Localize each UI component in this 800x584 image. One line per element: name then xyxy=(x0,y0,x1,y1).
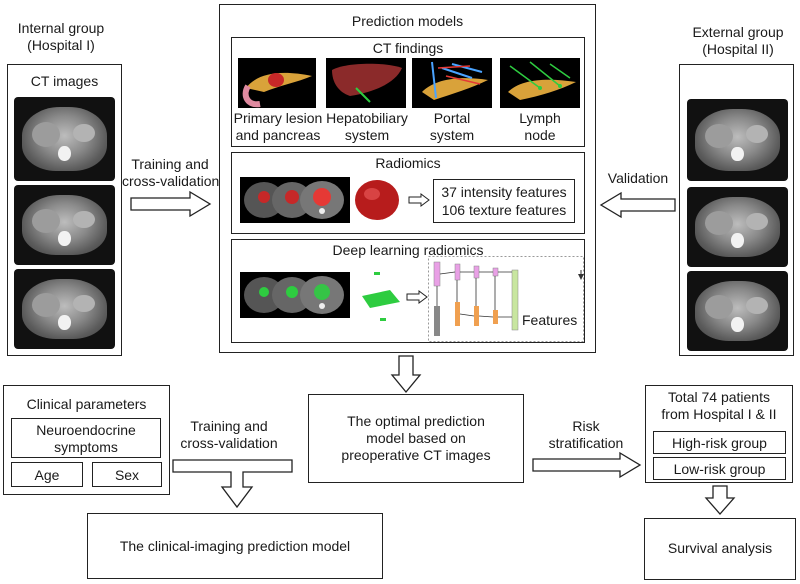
survival-analysis-box: Survival analysis xyxy=(644,518,796,580)
radiomics-box: Radiomics 37 intensity features 106 text… xyxy=(231,152,585,234)
radiomics-title: Radiomics xyxy=(375,155,441,171)
liver-image xyxy=(326,58,406,108)
arrow-down-icon xyxy=(704,485,736,515)
survival-analysis-label: Survival analysis xyxy=(667,540,773,556)
arrow-right-icon xyxy=(532,451,642,479)
internal-ct-panel: CT images xyxy=(7,64,122,356)
pancreas-lesion-image xyxy=(238,58,316,108)
arrow-right-icon xyxy=(408,193,430,207)
ct-slice-image xyxy=(14,97,115,181)
lymph-node-image xyxy=(500,58,580,108)
training-arrow-label: Training and cross-validation xyxy=(122,156,220,189)
deep-learning-title: Deep learning radiomics xyxy=(332,242,484,258)
low-risk-group-box: Low-risk group xyxy=(653,457,786,480)
portal-system-image xyxy=(412,58,492,108)
texture-features-text: 106 texture features xyxy=(441,202,567,218)
low-risk-group-label: Low-risk group xyxy=(673,461,766,477)
age-label: Age xyxy=(34,467,60,483)
high-risk-group-label: High-risk group xyxy=(672,435,767,451)
ct-slice-image xyxy=(14,269,115,349)
deep-ct-stack-image xyxy=(240,272,350,318)
training-arrow-label: Training and cross-validation xyxy=(180,418,278,451)
ct-slice-image xyxy=(14,185,115,265)
internal-ct-panel-title: CT images xyxy=(30,73,99,89)
risk-stratification-label: Risk stratification xyxy=(548,418,624,451)
intensity-features-text: 37 intensity features xyxy=(441,184,567,200)
high-risk-group-box: High-risk group xyxy=(653,431,786,454)
arrow-right-icon xyxy=(130,190,212,218)
ct-slice-image xyxy=(687,271,788,351)
arrow-down-icon xyxy=(390,355,422,394)
ct-slice-image xyxy=(687,187,788,267)
sex-label: Sex xyxy=(114,467,140,483)
prediction-models-title: Prediction models xyxy=(351,13,464,29)
arrow-down-icon xyxy=(172,459,293,509)
deep-learning-box: Deep learning radiomics xyxy=(231,239,585,343)
clinical-parameters-title: Clinical parameters xyxy=(26,396,147,412)
ct-findings-title: CT findings xyxy=(372,40,444,56)
validation-arrow-label: Validation xyxy=(607,170,669,186)
age-box: Age xyxy=(11,462,83,487)
tumor-3d-render xyxy=(355,180,399,220)
clinical-imaging-model-box: The clinical-imaging prediction model xyxy=(87,513,383,579)
segmentation-mask-render xyxy=(362,272,400,321)
radiomics-features-box: 37 intensity features 106 texture featur… xyxy=(433,179,575,223)
arrow-right-icon xyxy=(406,290,428,304)
internal-group-title: Internal group (Hospital I) xyxy=(17,20,105,53)
features-label: Features xyxy=(522,312,578,328)
sex-box: Sex xyxy=(92,462,162,487)
radiomics-ct-stack-image xyxy=(240,177,350,223)
arrow-left-icon xyxy=(599,191,676,219)
ct-slice-image xyxy=(687,99,788,181)
prediction-models-panel: Prediction models CT findings Primary le… xyxy=(219,4,596,353)
clinical-imaging-model-label: The clinical-imaging prediction model xyxy=(119,538,351,554)
external-group-title: External group (Hospital II) xyxy=(692,24,784,57)
network-architecture-diagram xyxy=(428,256,584,342)
external-ct-panel xyxy=(679,64,794,356)
